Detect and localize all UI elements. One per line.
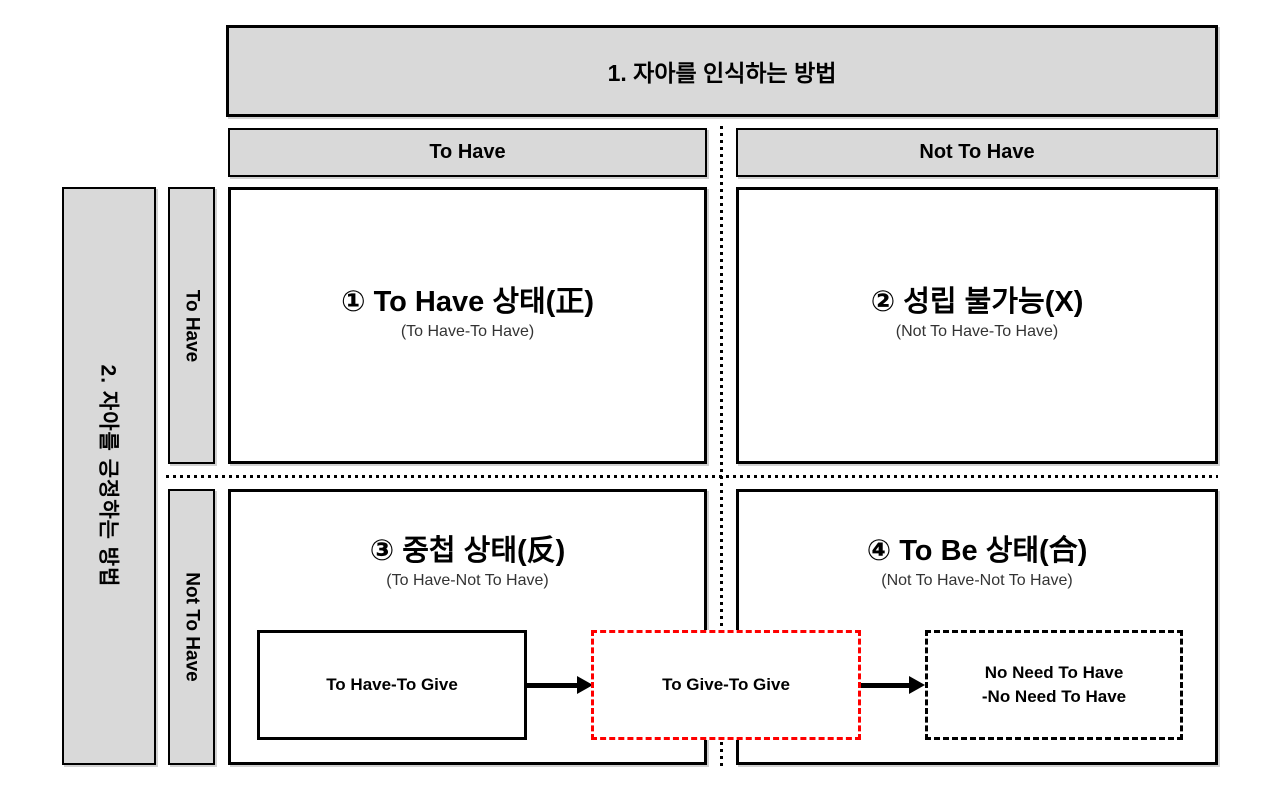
- row-header-not-to-have: Not To Have: [168, 489, 215, 765]
- quadrant-title: ② 성립 불가능(X): [870, 286, 1084, 318]
- quadrant-2-impossible: ② 성립 불가능(X) (Not To Have-To Have): [736, 187, 1218, 464]
- column-header-to-have: To Have: [228, 128, 707, 177]
- flow-box-no-need-to-have: No Need To Have -No Need To Have: [925, 630, 1183, 740]
- axis2-header: 2. 자아를 긍정하는 방법: [62, 187, 156, 765]
- column-header-label: Not To Have: [919, 141, 1035, 163]
- row-header-label: To Have: [181, 289, 203, 362]
- quadrant-subtitle: (Not To Have-To Have): [895, 323, 1059, 341]
- axis1-title: 1. 자아를 인식하는 방법: [607, 60, 837, 86]
- column-header-not-to-have: Not To Have: [736, 128, 1218, 177]
- quadrant-title: ① To Have 상태(正): [340, 286, 594, 318]
- vertical-dotted-divider: [720, 126, 723, 766]
- horizontal-dotted-divider: [166, 475, 1218, 478]
- flow-box-label: To Give-To Give: [662, 675, 790, 695]
- quadrant-title: ③ 중첩 상태(反): [369, 535, 566, 567]
- axis2-title: 2. 자아를 긍정하는 방법: [96, 364, 119, 588]
- row-header-to-have: To Have: [168, 187, 215, 464]
- quadrant-content: ③ 중첩 상태(反) (To Have-Not To Have): [231, 492, 704, 593]
- quadrant-subtitle: (To Have-To Have): [400, 323, 535, 341]
- quadrant-title: ④ To Be 상태(合): [866, 535, 1088, 567]
- arrow-head: [577, 676, 593, 694]
- flow-box-label-line1: No Need To Have: [984, 663, 1124, 683]
- quadrant-content: ④ To Be 상태(合) (Not To Have-Not To Have): [739, 492, 1215, 593]
- quadrant-content: ② 성립 불가능(X) (Not To Have-To Have): [739, 190, 1215, 344]
- arrow-shaft: [527, 683, 579, 688]
- flow-box-to-give-to-give: To Give-To Give: [591, 630, 861, 740]
- arrow-head: [909, 676, 925, 694]
- flow-box-label: To Have-To Give: [326, 675, 458, 695]
- flow-box-label-line2: -No Need To Have: [981, 687, 1127, 706]
- quadrant-subtitle: (To Have-Not To Have): [386, 572, 549, 590]
- arrow-shaft: [861, 683, 911, 688]
- quadrant-content: ① To Have 상태(正) (To Have-To Have): [231, 190, 704, 344]
- quadrant-subtitle: (Not To Have-Not To Have): [881, 572, 1073, 590]
- axis1-header: 1. 자아를 인식하는 방법: [226, 25, 1218, 117]
- column-header-label: To Have: [429, 141, 506, 163]
- quadrant-1-to-have-state: ① To Have 상태(正) (To Have-To Have): [228, 187, 707, 464]
- row-header-label: Not To Have: [181, 572, 203, 682]
- flow-box-to-have-to-give: To Have-To Give: [257, 630, 527, 740]
